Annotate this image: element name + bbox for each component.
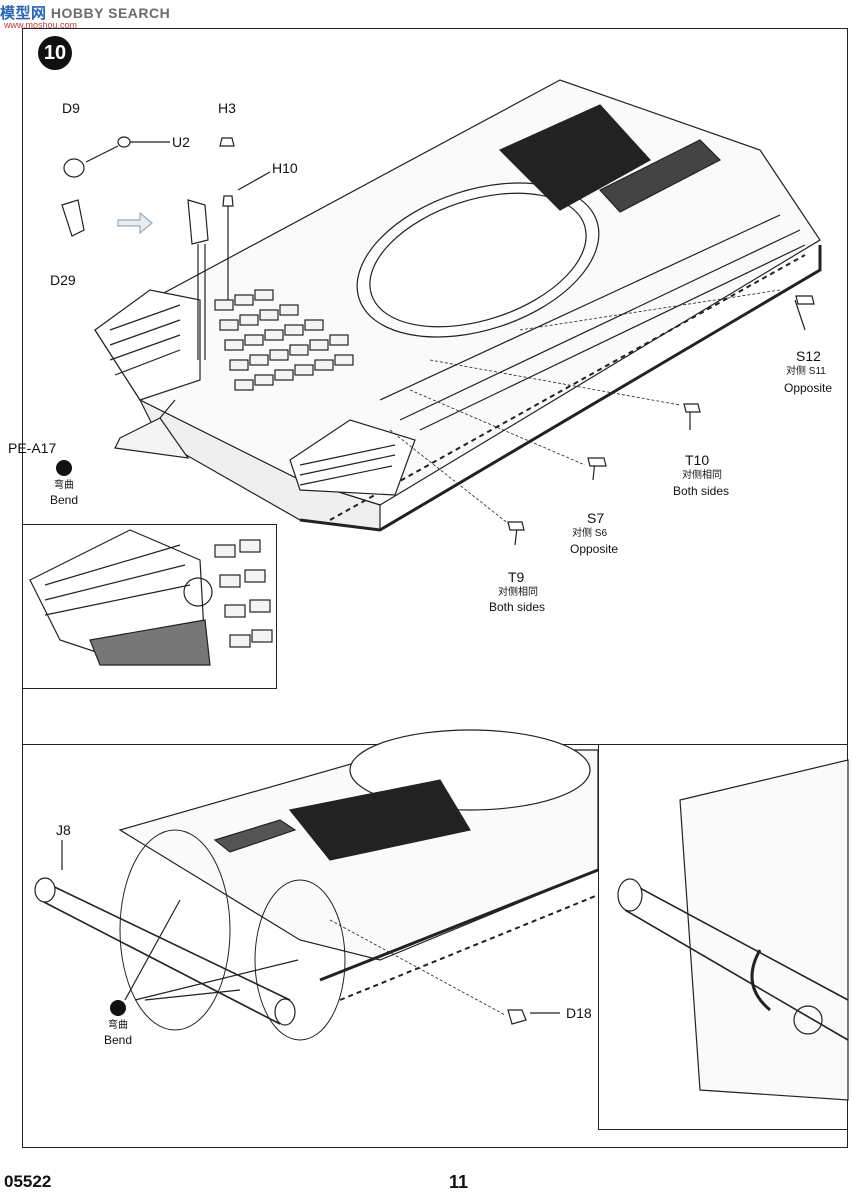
part-u2 bbox=[117, 136, 131, 148]
bend-label-bottom-en: Bend bbox=[103, 1033, 133, 1047]
front-left-fender bbox=[94, 289, 201, 401]
track-run bbox=[299, 245, 822, 532]
front-right-fender bbox=[289, 419, 416, 496]
label-s12: S12 bbox=[796, 348, 821, 364]
part-j8-log bbox=[39, 879, 291, 1025]
part-pe-a17 bbox=[114, 417, 190, 459]
label-s11-opposite: Opposite bbox=[784, 381, 833, 395]
label-d18: D18 bbox=[566, 1005, 592, 1021]
part-s7 bbox=[587, 457, 607, 467]
label-t9: T9 bbox=[508, 569, 525, 585]
bend-label-top-cn: 弯曲 bbox=[54, 480, 74, 491]
top-inset-frame bbox=[22, 524, 277, 689]
label-d9: D9 bbox=[62, 100, 80, 116]
label-u2: U2 bbox=[172, 134, 190, 150]
label-s6-opposite: Opposite bbox=[570, 542, 619, 556]
strap-loop-left bbox=[119, 829, 231, 1031]
rear-engine-grille bbox=[288, 779, 471, 861]
part-d18 bbox=[507, 1009, 527, 1025]
label-t10: T10 bbox=[685, 452, 710, 468]
watermark-brand-cn: 模型网 bbox=[0, 5, 47, 22]
page-number: 11 bbox=[449, 1172, 469, 1192]
inset-detail-front bbox=[29, 529, 273, 666]
inset-log bbox=[624, 879, 849, 1041]
watermark-brand-en: HOBBY SEARCH bbox=[50, 5, 171, 21]
part-t10 bbox=[683, 403, 701, 413]
label-s7: S7 bbox=[587, 510, 605, 526]
top-panel-frame bbox=[22, 28, 848, 744]
step-number-badge: 10 bbox=[38, 36, 72, 70]
label-t9-both: Both sides bbox=[489, 600, 546, 614]
label-h10: H10 bbox=[272, 160, 298, 176]
part-d29 bbox=[61, 199, 85, 237]
part-t9 bbox=[507, 521, 525, 531]
label-j8: J8 bbox=[56, 822, 71, 838]
era-block-array bbox=[214, 289, 354, 391]
part-h3 bbox=[219, 137, 235, 147]
watermark: 模型网 HOBBY SEARCH bbox=[0, 2, 170, 23]
label-t9-note: 对侧相同 bbox=[498, 587, 538, 598]
part-s12 bbox=[795, 295, 815, 305]
inset-detail-rear bbox=[617, 759, 849, 1101]
label-pe-a17: PE-A17 bbox=[8, 440, 57, 456]
watermark-url: www.moshou.com bbox=[4, 20, 78, 30]
bend-label-bottom-cn: 弯曲 bbox=[108, 1020, 128, 1031]
product-code: 05522 bbox=[4, 1172, 52, 1191]
assembly-arrow bbox=[117, 211, 153, 235]
part-h10 bbox=[222, 195, 234, 207]
strap-loop-right bbox=[254, 879, 346, 1041]
bend-icon-top bbox=[56, 460, 72, 476]
part-d9 bbox=[63, 158, 85, 178]
rear-track-run bbox=[319, 868, 599, 982]
label-t10-both: Both sides bbox=[673, 484, 730, 498]
bend-icon-bottom bbox=[110, 1000, 126, 1016]
label-s6-note: 对侧 S6 bbox=[572, 528, 608, 539]
part-hook-arm bbox=[187, 199, 209, 245]
label-s11-note: 对侧 S11 bbox=[786, 366, 826, 377]
label-t10-note: 对侧相同 bbox=[682, 470, 722, 481]
engine-grille bbox=[498, 104, 651, 211]
bend-label-top-en: Bend bbox=[49, 493, 79, 507]
label-d29: D29 bbox=[50, 272, 76, 288]
label-h3: H3 bbox=[218, 100, 236, 116]
